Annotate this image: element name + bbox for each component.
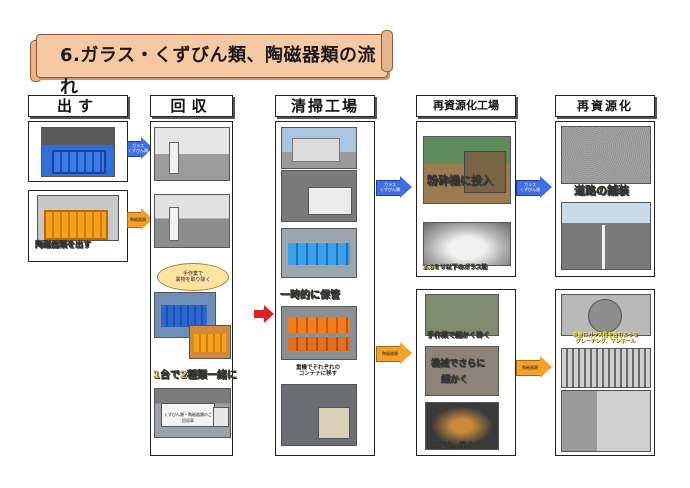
label-pottery-out: 陶磁器類を出す bbox=[35, 240, 91, 249]
photo-heavy-machine bbox=[281, 384, 357, 446]
header-seisou-koujou: 清掃工場 bbox=[275, 95, 375, 117]
label-sort-containers: 重機でそれぞれの コンテナに移す bbox=[295, 365, 340, 377]
header-saishigenka-koujou: 再資源化工場 bbox=[416, 95, 516, 117]
label-mix-bake: 混ぜる、焼く bbox=[431, 441, 473, 449]
photo-grating bbox=[561, 348, 651, 388]
blue-crate bbox=[161, 305, 207, 327]
photo-orange-crate bbox=[37, 195, 119, 241]
photo-orange-crates-truck bbox=[189, 325, 231, 359]
orange-crate bbox=[44, 210, 108, 240]
photo-orange-containers bbox=[281, 306, 357, 360]
panel-reuse-grating: 表面にガラス粒を含むような グレーチング、マンホール bbox=[555, 289, 655, 456]
blue-crate bbox=[288, 243, 350, 265]
truck-sign: くずびん類・陶磁器類のご回収車 bbox=[164, 412, 212, 423]
header-dasu: 出す bbox=[28, 95, 128, 117]
photo-collection-truck: くずびん類・陶磁器類のご回収車 bbox=[154, 388, 231, 438]
truck-body: くずびん類・陶磁器類のご回収車 bbox=[161, 403, 215, 427]
orange-crate bbox=[288, 317, 350, 333]
photo-kiln bbox=[425, 402, 499, 450]
photo-sorting-1 bbox=[154, 127, 230, 181]
panel-glass-out bbox=[28, 121, 128, 182]
label-machine-fine-1: 機械でさらに bbox=[431, 359, 486, 369]
worker-figure bbox=[169, 142, 179, 174]
crusher-machine bbox=[464, 151, 506, 193]
title-banner bbox=[36, 34, 388, 78]
label-road: 道路の舗装 bbox=[574, 184, 629, 197]
photo-blue-crate bbox=[41, 127, 115, 177]
blue-crate bbox=[52, 150, 106, 174]
label-machine-fine-2: 細かく bbox=[441, 375, 469, 385]
speech-bubble: 手作業で 異物を取り除く bbox=[157, 263, 229, 291]
arrow-blue-1-text: ガラス くずびん類 bbox=[128, 143, 148, 153]
plant-building bbox=[292, 138, 340, 162]
label-grating: 表面にガラス粒を含むような グレーチング、マンホール bbox=[572, 332, 638, 344]
road-line bbox=[602, 225, 605, 269]
panel-pottery-out: 陶磁器類を出す bbox=[28, 190, 128, 262]
panel-cleaning-plant: 一時的に保管 重機でそれぞれの コンテナに移す bbox=[275, 121, 375, 456]
label-one-truck: 1台で2種類一緒に bbox=[153, 370, 237, 381]
photo-manhole bbox=[561, 294, 651, 336]
photo-road bbox=[561, 202, 651, 270]
label-glass-grain: 2.5ミリ以下のガラス粒 bbox=[423, 264, 488, 271]
photo-glass-grains bbox=[423, 222, 511, 266]
photo-machine-crush bbox=[425, 346, 499, 396]
label-manual-fine: 手作業で細かく砕く bbox=[427, 331, 490, 339]
panel-reuse-road: 道路の舗装 bbox=[555, 121, 655, 277]
panel-collection: 手作業で 異物を取り除く 1台で2種類一緒に くずびん類・陶磁器類のご回収車 bbox=[150, 121, 237, 456]
photo-manual-crush bbox=[425, 294, 499, 336]
banner-curl-right bbox=[381, 30, 393, 72]
orange-crate bbox=[194, 334, 226, 352]
worker-figure bbox=[169, 207, 179, 241]
photo-truck-unloading bbox=[281, 170, 357, 222]
bubble-text: 手作業で 異物を取り除く bbox=[175, 271, 211, 283]
container-bag bbox=[318, 407, 350, 439]
label-temp-storage: 一時的に保管 bbox=[280, 290, 340, 301]
arrow-orange-1-text: 陶磁器類 bbox=[130, 217, 146, 222]
panel-recycling-plant-pottery: 手作業で細かく砕く 機械でさらに 細かく 混ぜる、焼く bbox=[416, 289, 516, 456]
truck-cab bbox=[213, 407, 229, 427]
photo-crusher bbox=[423, 136, 511, 204]
manhole-cover bbox=[588, 299, 622, 333]
panel-recycling-plant-glass: 粉砕機に投入 2.5ミリ以下のガラス粒 bbox=[416, 121, 516, 277]
page-title: 6.ガラス・くずびん類、陶磁器類の流れ bbox=[60, 45, 377, 98]
truck-body bbox=[308, 187, 352, 215]
photo-drain bbox=[561, 390, 651, 452]
header-saishigenka: 再資源化 bbox=[555, 95, 655, 117]
label-crusher: 粉砕機に投入 bbox=[427, 174, 493, 187]
orange-crate bbox=[288, 337, 350, 351]
photo-blue-containers bbox=[281, 228, 357, 278]
header-kaishu: 回収 bbox=[150, 95, 233, 117]
photo-sorting-2 bbox=[154, 194, 230, 248]
arrow-blue-3-text: ガラス くずびん類 bbox=[520, 182, 540, 192]
arrow-orange-3-text: 陶磁器類 bbox=[522, 365, 538, 370]
arrow-orange-2-text: 陶磁器類 bbox=[382, 351, 398, 356]
photo-plant-building bbox=[281, 127, 357, 169]
photo-asphalt bbox=[561, 126, 651, 184]
arrow-blue-2-text: ガラス くずびん類 bbox=[380, 182, 400, 192]
